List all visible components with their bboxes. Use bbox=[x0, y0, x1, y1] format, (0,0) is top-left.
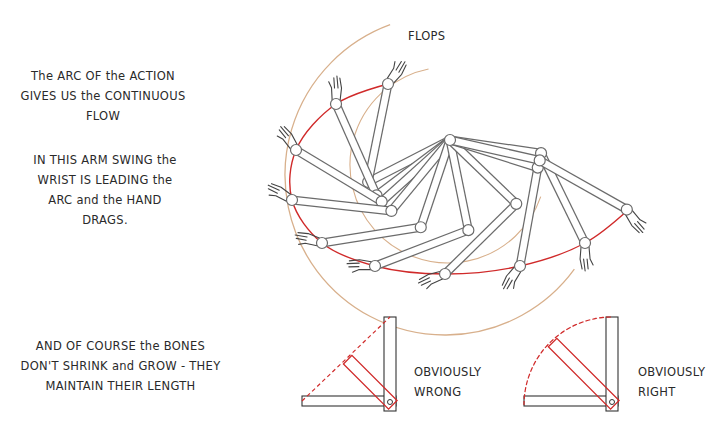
callout-note: FLOPS bbox=[408, 26, 468, 46]
hand bbox=[418, 272, 442, 289]
joint bbox=[440, 269, 451, 280]
dashed-path bbox=[302, 317, 390, 401]
joint bbox=[580, 238, 591, 249]
hand bbox=[295, 233, 319, 246]
arm-pose bbox=[347, 140, 474, 272]
bone bbox=[445, 204, 516, 274]
arm-poses bbox=[268, 61, 646, 288]
rotating-bone bbox=[548, 338, 619, 409]
bone-fill bbox=[450, 140, 540, 160]
joint bbox=[621, 204, 632, 215]
joint bbox=[386, 205, 397, 216]
bone bbox=[292, 200, 391, 211]
bone bbox=[520, 168, 538, 266]
hand bbox=[580, 247, 593, 271]
joint bbox=[511, 198, 522, 209]
joint bbox=[331, 99, 342, 110]
arm-pose bbox=[268, 140, 450, 216]
pivot bbox=[388, 400, 393, 405]
pivot bbox=[610, 400, 615, 405]
bone bbox=[450, 140, 540, 160]
joint bbox=[415, 222, 426, 233]
joint bbox=[445, 135, 456, 146]
label-box: FLOPS bbox=[408, 26, 468, 46]
handwritten-note: OBVIOUSLY WRONG bbox=[414, 362, 494, 402]
hand bbox=[347, 260, 371, 272]
joint bbox=[383, 79, 394, 90]
bone bbox=[368, 84, 388, 182]
joint bbox=[317, 238, 328, 249]
bone-bar bbox=[302, 396, 396, 406]
label-box: OBVIOUSLY WRONG bbox=[414, 362, 494, 402]
label-box: OBVIOUSLY RIGHT bbox=[638, 362, 716, 402]
wrong-comparison bbox=[302, 317, 397, 411]
arm-pose bbox=[450, 140, 593, 271]
dashed-path bbox=[524, 317, 612, 405]
bone-fill bbox=[421, 140, 450, 227]
joint bbox=[463, 225, 474, 236]
bone-fill bbox=[296, 150, 382, 202]
bone bbox=[421, 140, 450, 227]
joint bbox=[370, 261, 381, 272]
bone-fill bbox=[540, 160, 627, 209]
bone bbox=[540, 160, 627, 209]
bone-fill bbox=[322, 227, 421, 243]
joint bbox=[534, 155, 545, 166]
wrist-arc bbox=[290, 84, 628, 274]
hand bbox=[329, 76, 342, 100]
arm-pose bbox=[450, 140, 646, 233]
bone bbox=[296, 150, 382, 202]
label-box: AND OF COURSE the BONES DON'T SHRINK and… bbox=[18, 336, 223, 396]
handwritten-note: The ARC OF the ACTION GIVES US the CONTI… bbox=[14, 66, 192, 126]
label-box: The ARC OF the ACTION GIVES US the CONTI… bbox=[14, 66, 192, 126]
rotating-bone bbox=[343, 355, 397, 409]
joint bbox=[291, 145, 302, 156]
handwritten-note: OBVIOUSLY RIGHT bbox=[638, 362, 716, 402]
right-comparison bbox=[524, 317, 619, 411]
bone bbox=[322, 227, 421, 243]
label-box: IN THIS ARM SWING the WRIST IS LEADING t… bbox=[26, 150, 184, 230]
bone-bar bbox=[524, 396, 618, 406]
joint bbox=[287, 195, 298, 206]
handwritten-note: AND OF COURSE the BONES DON'T SHRINK and… bbox=[18, 336, 223, 396]
bone-fill bbox=[445, 204, 516, 274]
joint bbox=[515, 261, 526, 272]
handwritten-note: IN THIS ARM SWING the WRIST IS LEADING t… bbox=[26, 150, 184, 230]
bone-fill bbox=[292, 200, 391, 211]
outer-arc bbox=[285, 25, 574, 335]
bone-fill bbox=[520, 168, 538, 266]
arm-pose bbox=[450, 140, 543, 289]
arm-pose bbox=[295, 140, 450, 249]
bone-fill bbox=[368, 84, 388, 182]
